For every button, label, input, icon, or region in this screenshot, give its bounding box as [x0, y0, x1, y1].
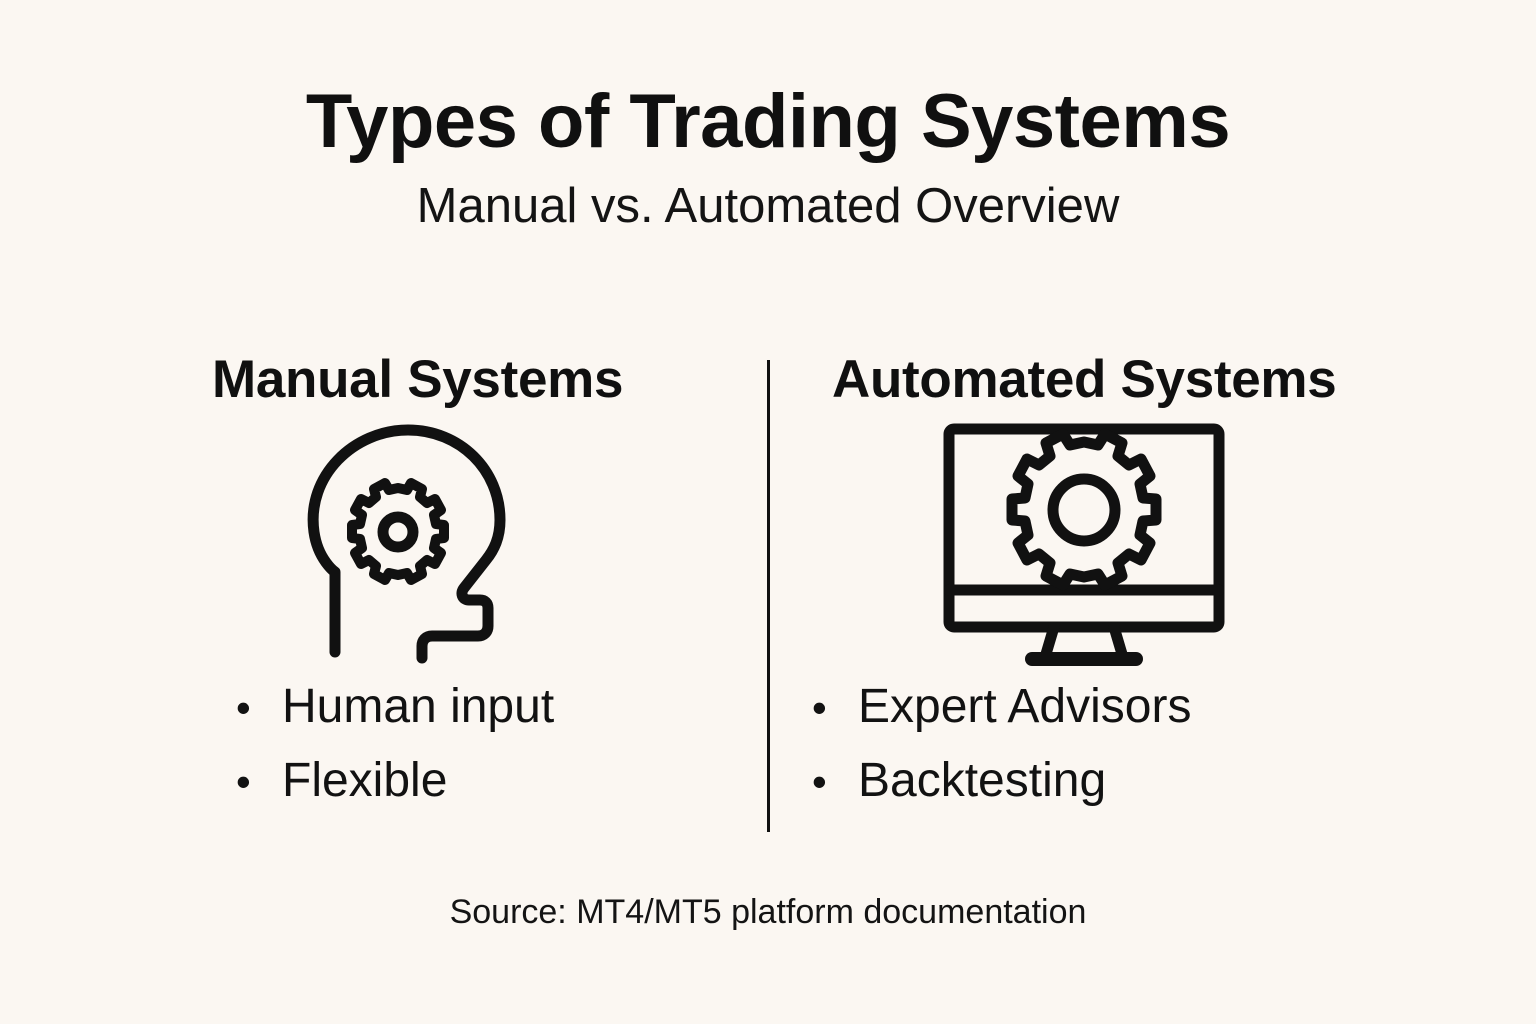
bullet-label: Expert Advisors — [858, 680, 1192, 733]
bullet-marker-icon: • — [812, 684, 827, 731]
bullet-list-automated: • Expert Advisors • Backtesting — [790, 670, 1490, 818]
list-item: • Expert Advisors — [812, 670, 1490, 744]
footer: Source: MT4/MT5 platform documentation — [0, 893, 1536, 932]
source-caption: Source: MT4/MT5 platform documentation — [449, 893, 1087, 931]
bullet-marker-icon: • — [812, 758, 827, 805]
comparison-columns: Manual Systems • Human input — [0, 348, 1536, 848]
list-item: • Flexible — [236, 744, 740, 818]
bullet-marker-icon: • — [236, 684, 251, 731]
column-title-automated: Automated Systems — [832, 350, 1337, 409]
column-manual: Manual Systems • Human input — [40, 348, 740, 818]
header: Types of Trading Systems Manual vs. Auto… — [0, 82, 1536, 234]
bullet-label: Human input — [282, 680, 555, 733]
column-divider — [767, 360, 770, 832]
icon-container-manual — [40, 418, 740, 670]
head-with-gear-icon — [307, 424, 506, 664]
bullet-marker-icon: • — [236, 758, 251, 805]
icon-container-automated — [790, 418, 1490, 670]
list-item: • Backtesting — [812, 744, 1490, 818]
column-automated: Automated Systems — [790, 348, 1490, 818]
bullet-label: Backtesting — [858, 754, 1107, 807]
bullet-list-manual: • Human input • Flexible — [40, 670, 740, 818]
page-title: Types of Trading Systems — [305, 79, 1231, 164]
page-subtitle: Manual vs. Automated Overview — [416, 178, 1120, 233]
bullet-label: Flexible — [282, 754, 448, 807]
monitor-with-gear-icon — [943, 423, 1225, 666]
list-item: • Human input — [236, 670, 740, 744]
column-title-manual: Manual Systems — [212, 350, 624, 409]
